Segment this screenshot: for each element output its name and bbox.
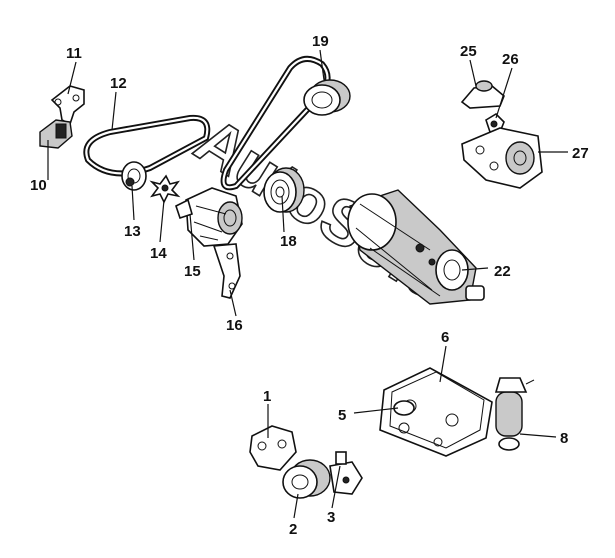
callout-3: 3 bbox=[327, 509, 335, 526]
callout-11: 11 bbox=[66, 45, 82, 62]
callout-1: 1 bbox=[263, 388, 271, 405]
callout-12: 12 bbox=[110, 75, 127, 92]
cover-25 bbox=[460, 80, 505, 109]
filter-8 bbox=[494, 377, 535, 451]
callout-25: 25 bbox=[460, 43, 477, 60]
callout-2: 2 bbox=[289, 521, 297, 538]
callout-8: 8 bbox=[560, 430, 568, 447]
bracket-1 bbox=[249, 425, 297, 471]
callout-15: 15 bbox=[184, 263, 201, 280]
callout-13: 13 bbox=[124, 223, 141, 240]
callout-5: 5 bbox=[338, 407, 346, 424]
filter-2 bbox=[282, 459, 331, 499]
callout-22: 22 bbox=[494, 263, 511, 280]
pulley-18 bbox=[263, 167, 305, 213]
fan-14 bbox=[149, 174, 181, 204]
callout-26: 26 bbox=[502, 51, 519, 68]
housing-27 bbox=[461, 127, 543, 189]
alternator-15 bbox=[175, 187, 243, 247]
drive-belt-long bbox=[220, 55, 331, 191]
callout-10: 10 bbox=[30, 177, 47, 194]
callout-14: 14 bbox=[150, 245, 167, 262]
leader-lines bbox=[47, 49, 568, 519]
callout-19: 19 bbox=[312, 33, 329, 50]
callout-27: 27 bbox=[572, 145, 589, 162]
bracket-10 bbox=[39, 119, 73, 149]
callout-6: 6 bbox=[441, 329, 449, 346]
pulley-13 bbox=[121, 161, 147, 191]
bracket-16 bbox=[212, 243, 241, 299]
callout-16: 16 bbox=[226, 317, 243, 334]
drive-belt-12 bbox=[83, 114, 211, 177]
starter-motor-22 bbox=[347, 189, 485, 305]
callout-18: 18 bbox=[280, 233, 297, 250]
sender-3 bbox=[329, 451, 363, 495]
bracket-11 bbox=[50, 85, 85, 126]
pulley-19 bbox=[303, 79, 351, 116]
plate-6 bbox=[379, 367, 493, 457]
